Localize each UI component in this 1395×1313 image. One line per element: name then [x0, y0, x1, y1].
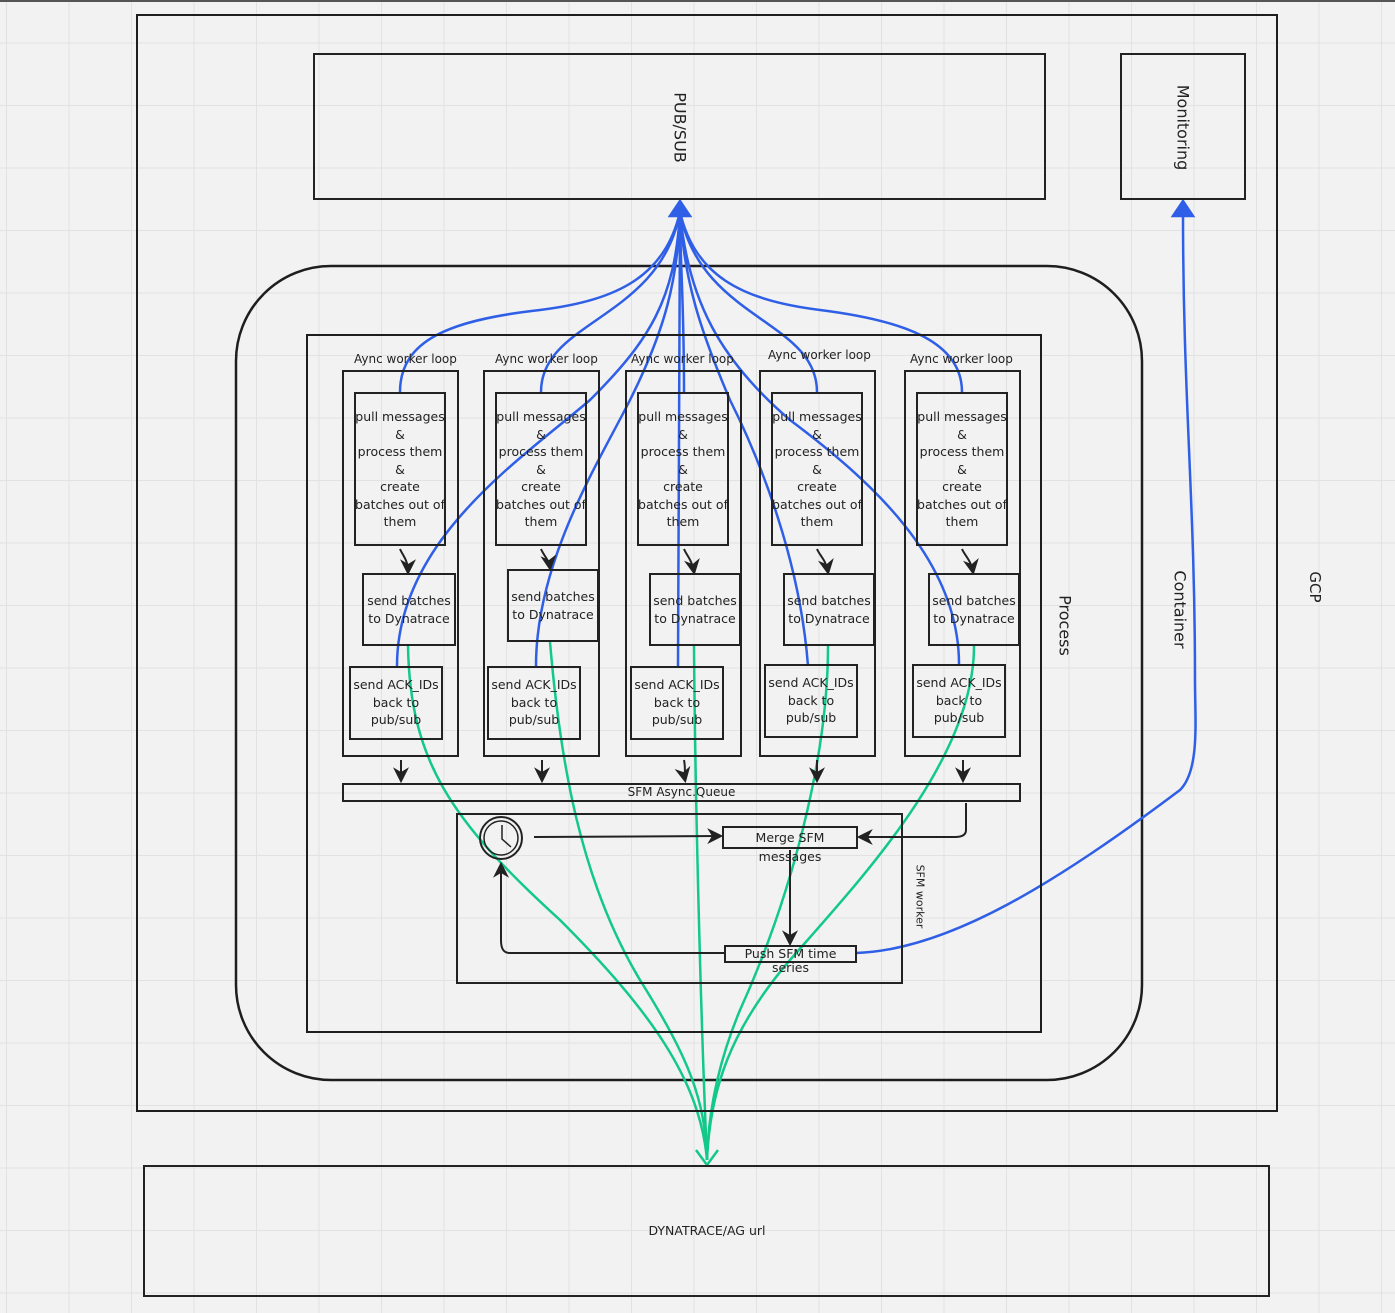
pull-messages-box — [495, 392, 587, 546]
dynatrace-edge — [705, 645, 976, 1161]
gcp-label: GCP — [1306, 571, 1324, 603]
pull-messages-text: pull messages & process them & create ba… — [917, 409, 1007, 529]
clock-icon — [478, 815, 524, 861]
send-batches-text: send batches to Dynatrace — [932, 593, 1016, 626]
flow-arrow — [816, 548, 834, 576]
send-batches-box — [507, 569, 599, 642]
flow-arrow — [683, 548, 700, 576]
monitoring-label: Monitoring — [1173, 84, 1193, 171]
flow-arrow — [540, 548, 557, 572]
send-ack-box — [764, 664, 858, 738]
send-ack-box — [630, 666, 724, 740]
send-batches-text: send batches to Dynatrace — [653, 593, 737, 626]
pubsub-edge — [678, 211, 961, 667]
process-label: Process — [1055, 595, 1075, 656]
send-batches-text: send batches to Dynatrace — [511, 589, 595, 622]
pubsub-edge — [398, 211, 682, 393]
dynatrace-edge — [548, 641, 709, 1161]
top-border — [0, 0, 1395, 2]
pull-messages-text: pull messages & process them & create ba… — [355, 409, 445, 529]
dynatrace-label: DYNATRACE/AG url — [648, 1223, 766, 1238]
flow-arrow — [493, 861, 724, 954]
pull-messages-text: pull messages & process them & create ba… — [496, 409, 586, 529]
pull-messages-box — [916, 392, 1008, 546]
gcp-boundary — [136, 14, 1278, 1112]
send-ack-box — [487, 666, 581, 740]
worker-loop-box — [759, 370, 876, 757]
worker-title: Aync worker loop — [631, 352, 734, 366]
sfm-worker-label: SFM worker — [913, 864, 927, 929]
send-ack-text: send ACK_IDs back to pub/sub — [634, 677, 720, 727]
monitoring-arrowhead — [1170, 198, 1196, 218]
flow-arrow — [533, 828, 724, 845]
monitoring-edge — [855, 211, 1197, 955]
monitoring-box — [1120, 53, 1246, 200]
worker-loop-box — [904, 370, 1021, 757]
send-batches-box — [928, 573, 1020, 646]
send-ack-box — [912, 664, 1006, 738]
send-ack-text: send ACK_IDs back to pub/sub — [491, 677, 577, 727]
merge-sfm-box: Merge SFM messages — [722, 826, 858, 864]
pubsub-edge — [539, 211, 682, 393]
flow-arrow — [399, 548, 416, 576]
pull-messages-box — [354, 392, 446, 546]
send-ack-text: send ACK_IDs back to pub/sub — [768, 675, 854, 725]
send-batches-box — [362, 573, 456, 646]
worker-title: Aync worker loop — [768, 348, 871, 362]
push-sfm-box: Push SFM time series — [724, 945, 857, 975]
send-ack-box — [349, 666, 443, 740]
sfm-queue: SFM Async.Queue — [342, 783, 1021, 802]
sfm-worker-box — [456, 813, 903, 984]
pubsub-edge — [676, 211, 682, 667]
pull-messages-text: pull messages & process them & create ba… — [772, 409, 862, 529]
dynatrace-box — [143, 1165, 1270, 1297]
pubsub-label: PUB/SUB — [670, 92, 690, 163]
flow-arrow — [961, 548, 979, 576]
worker-loop-box — [625, 370, 742, 757]
send-batches-text: send batches to Dynatrace — [787, 593, 871, 626]
pubsub-edge — [678, 211, 819, 393]
pubsub-box — [313, 53, 1046, 200]
pubsub-arrowhead — [667, 198, 693, 218]
worker-loop-box — [483, 370, 600, 757]
send-ack-text: send ACK_IDs back to pub/sub — [353, 677, 439, 727]
send-batches-text: send batches to Dynatrace — [367, 593, 451, 626]
send-ack-text: send ACK_IDs back to pub/sub — [916, 675, 1002, 725]
pull-messages-box — [771, 392, 863, 546]
dynatrace-edge — [692, 645, 709, 1161]
worker-loop-box — [342, 370, 459, 757]
worker-title: Aync worker loop — [495, 352, 598, 366]
worker-title: Aync worker loop — [910, 352, 1013, 366]
worker-title: Aync worker loop — [354, 352, 457, 366]
pull-messages-text: pull messages & process them & create ba… — [638, 409, 728, 529]
dynatrace-edge — [705, 645, 830, 1161]
container-label: Container — [1170, 570, 1190, 649]
flow-arrow — [674, 759, 691, 784]
pubsub-edge — [678, 211, 964, 393]
flow-arrow — [856, 803, 967, 845]
pubsub-edge — [534, 211, 682, 667]
process-boundary — [306, 334, 1042, 1033]
send-batches-box — [783, 573, 875, 646]
pubsub-edge — [395, 211, 682, 667]
pull-messages-box — [637, 392, 729, 546]
internal-edges — [393, 548, 979, 954]
send-batches-box — [649, 573, 741, 646]
